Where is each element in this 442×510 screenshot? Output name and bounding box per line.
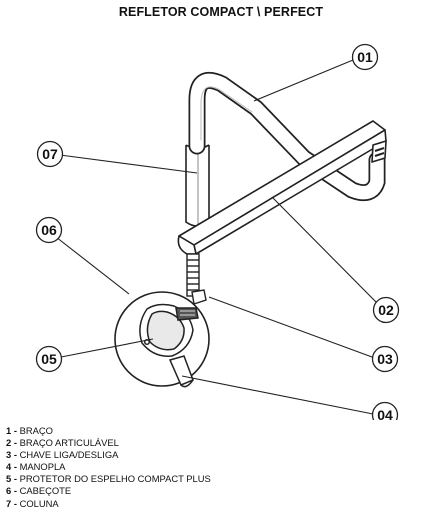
handle-part (168, 355, 194, 388)
legend-item-number: 7 (6, 497, 12, 509)
svg-text:03: 03 (377, 351, 393, 367)
legend-item-label: COLUNA (19, 497, 59, 509)
callout-01: 01 (351, 43, 379, 71)
legend-item-number: 3 (6, 449, 12, 461)
svg-text:05: 05 (41, 351, 57, 367)
arm-part (188, 72, 386, 202)
callout-05: 05 (35, 345, 63, 373)
legend-item: 3 - CHAVE LIGA/DESLIGA (6, 449, 119, 461)
articulated-arm-part (177, 120, 387, 255)
legend-item: 1 - BRAÇO (6, 425, 53, 436)
legend-item: 4 - MANOPLA (6, 461, 66, 473)
callout-07: 07 (36, 140, 64, 168)
callout-03: 03 (371, 345, 399, 373)
leader-lines (55, 59, 377, 415)
callout-06: 06 (35, 216, 63, 244)
legend-item-number: 6 (6, 485, 12, 497)
column-part (185, 144, 210, 227)
svg-text:02: 02 (378, 302, 394, 318)
legend-item-number: 2 (6, 437, 12, 449)
reflector-diagram: 01 07 06 02 05 03 04 (35, 43, 400, 420)
legend-item-label: MANOPLA (19, 461, 66, 473)
parts-legend: 1 - BRAÇO 2 - BRAÇO ARTICULÁVEL 3 - CHAV… (6, 425, 211, 510)
svg-text:07: 07 (42, 146, 58, 162)
neck-and-switch (186, 253, 207, 305)
svg-text:04: 04 (377, 407, 393, 420)
svg-text:06: 06 (41, 222, 57, 238)
legend-item-number: 1 (6, 425, 12, 436)
legend-item-label: CHAVE LIGA/DESLIGA (19, 449, 119, 461)
legend-item-number: 5 (6, 473, 12, 485)
legend-item: 6 - CABEÇOTE (6, 485, 72, 497)
legend-item-label: BRAÇO ARTICULÁVEL (19, 437, 119, 449)
legend-item-label: PROTETOR DO ESPELHO COMPACT PLUS (19, 473, 211, 485)
legend-item: 7 - COLUNA (6, 497, 59, 509)
legend-item: 5 - PROTETOR DO ESPELHO COMPACT PLUS (6, 473, 211, 485)
mirror-protector-part (139, 303, 199, 357)
svg-text:01: 01 (357, 49, 373, 65)
legend-item-label: CABEÇOTE (19, 485, 72, 497)
diagram-title: REFLETOR COMPACT \ PERFECT (118, 5, 324, 19)
legend-item-label: BRAÇO (19, 425, 53, 436)
callout-04: 04 (371, 401, 399, 420)
callout-02: 02 (372, 296, 400, 324)
legend-item: 2 - BRAÇO ARTICULÁVEL (6, 437, 119, 449)
legend-item-number: 4 (6, 461, 12, 473)
